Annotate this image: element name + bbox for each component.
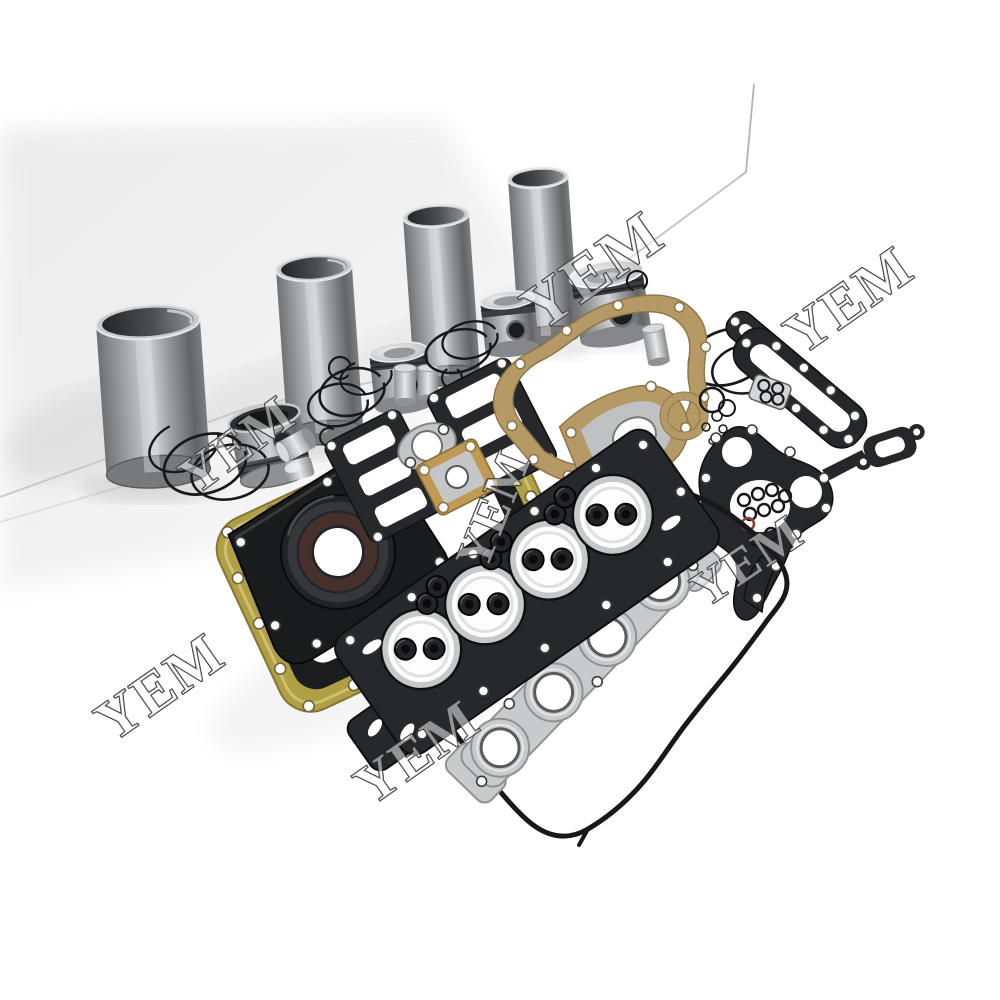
piston-3 — [479, 290, 540, 358]
piston-rings-cluster-a — [148, 418, 270, 501]
round-plate-gasket — [397, 422, 457, 470]
cylinder-liner-1 — [95, 303, 212, 489]
exhaust-flange-gasket — [855, 424, 925, 470]
cylinder-head-gasket — [334, 428, 720, 772]
tan-o-ring — [659, 391, 709, 441]
piston-pin-1 — [393, 363, 417, 406]
square-plate-gasket — [416, 438, 498, 516]
piston-rings-cluster-b — [307, 358, 393, 428]
front-plate-gasket — [698, 424, 925, 621]
insert-plate-4hole — [748, 373, 792, 411]
piston-pin-5 — [641, 323, 670, 367]
piston-pin-3 — [275, 427, 317, 463]
piston-pin-4-cup — [283, 456, 315, 482]
piston-rings-cluster-c — [424, 320, 499, 375]
